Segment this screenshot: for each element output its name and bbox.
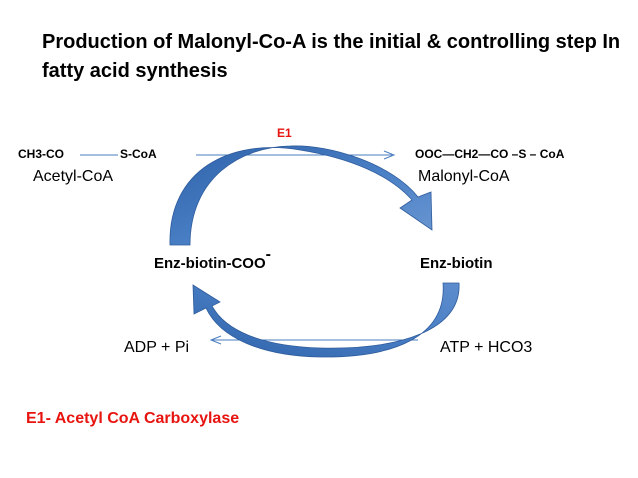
enzyme-footnote: E1- Acetyl CoA Carboxylase (26, 410, 240, 427)
slide-title: Production of Malonyl-Co-A is the initia… (42, 31, 621, 82)
superscript-minus: - (265, 246, 271, 263)
acetyl-coa-name: Acetyl-CoA (33, 168, 114, 185)
enz-biotin-coo-label: Enz-biotin-COO- (154, 246, 271, 273)
enzyme-label-e1: E1 (277, 126, 292, 140)
top-curved-arrow (169, 145, 433, 246)
malonyl-coa-name: Malonyl-CoA (418, 168, 510, 185)
adp-label: ADP + Pi (124, 339, 190, 356)
atp-label: ATP + HCO3 (440, 339, 533, 356)
acetyl-formula-right: S-CoA (120, 147, 157, 161)
malonyl-formula: OOC—CH2—CO –S – CoA (415, 147, 565, 161)
enz-biotin-coo-text: Enz-biotin-COO (154, 255, 266, 272)
bottom-curved-arrow (192, 282, 460, 358)
enz-biotin-label: Enz-biotin (420, 255, 493, 272)
acetyl-formula-left: CH3-CO (18, 147, 65, 161)
